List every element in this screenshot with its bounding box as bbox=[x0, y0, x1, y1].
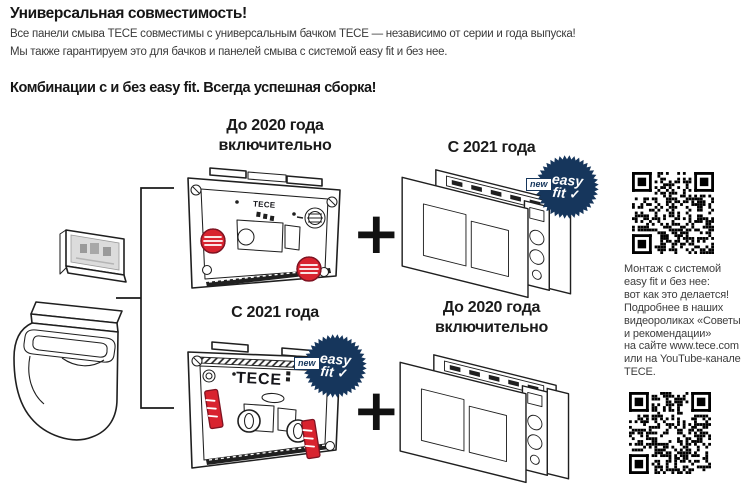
flush-button-small bbox=[468, 405, 507, 463]
check-icon: ✓ bbox=[336, 365, 350, 382]
panel-2021-drawing bbox=[401, 169, 572, 299]
plus-icon: + bbox=[352, 199, 401, 267]
label-pre2020-panel: До 2020 года включительно bbox=[435, 299, 548, 336]
flush-button-small bbox=[470, 220, 509, 278]
label-pre2020-module: До 2020 года включительно bbox=[218, 117, 332, 154]
easy-fit-badge: easy fit ✓ new bbox=[526, 155, 599, 219]
section-title: Комбинации с и без easy fit. Всегда успе… bbox=[10, 80, 377, 96]
red-knob bbox=[200, 228, 226, 254]
red-knob bbox=[296, 256, 322, 282]
flush-button-large bbox=[420, 388, 465, 452]
intro-line-1: Все панели смыва TECE совместимы с униве… bbox=[10, 28, 576, 40]
check-icon: ✓ bbox=[568, 186, 582, 203]
bracket-line bbox=[116, 187, 174, 409]
panel-pre2020-drawing bbox=[399, 354, 570, 484]
new-tag: new bbox=[294, 357, 320, 370]
label-2021-module: С 2021 года bbox=[231, 304, 319, 321]
red-clip bbox=[204, 388, 224, 430]
module-pre2020-drawing: TECE bbox=[187, 167, 341, 289]
qr-code-top bbox=[632, 172, 714, 254]
new-tag: new bbox=[526, 178, 552, 191]
tece-logo-text: TECE bbox=[236, 370, 283, 389]
tece-logo-text: TECE bbox=[253, 199, 276, 210]
inspection-window-drawing bbox=[59, 229, 127, 283]
plus-icon: + bbox=[352, 376, 401, 444]
flush-button-large bbox=[422, 203, 467, 267]
page-title: Универсальная совместимость! bbox=[10, 5, 247, 22]
red-clip bbox=[301, 418, 321, 460]
module-2021-drawing: TECE bbox=[187, 341, 341, 469]
video-info-text: Монтаж с системой easy fit и без нее: во… bbox=[624, 263, 741, 379]
logo-marks bbox=[256, 211, 275, 222]
label-2021-panel: С 2021 года bbox=[447, 139, 536, 156]
valve-wheel bbox=[296, 207, 326, 229]
qr-code-bottom bbox=[629, 392, 711, 474]
intro-line-2: Мы также гарантируем это для бачков и па… bbox=[10, 46, 448, 58]
easy-fit-badge: easy fit ✓ new bbox=[294, 334, 367, 398]
wall-hung-toilet-drawing bbox=[13, 301, 123, 441]
